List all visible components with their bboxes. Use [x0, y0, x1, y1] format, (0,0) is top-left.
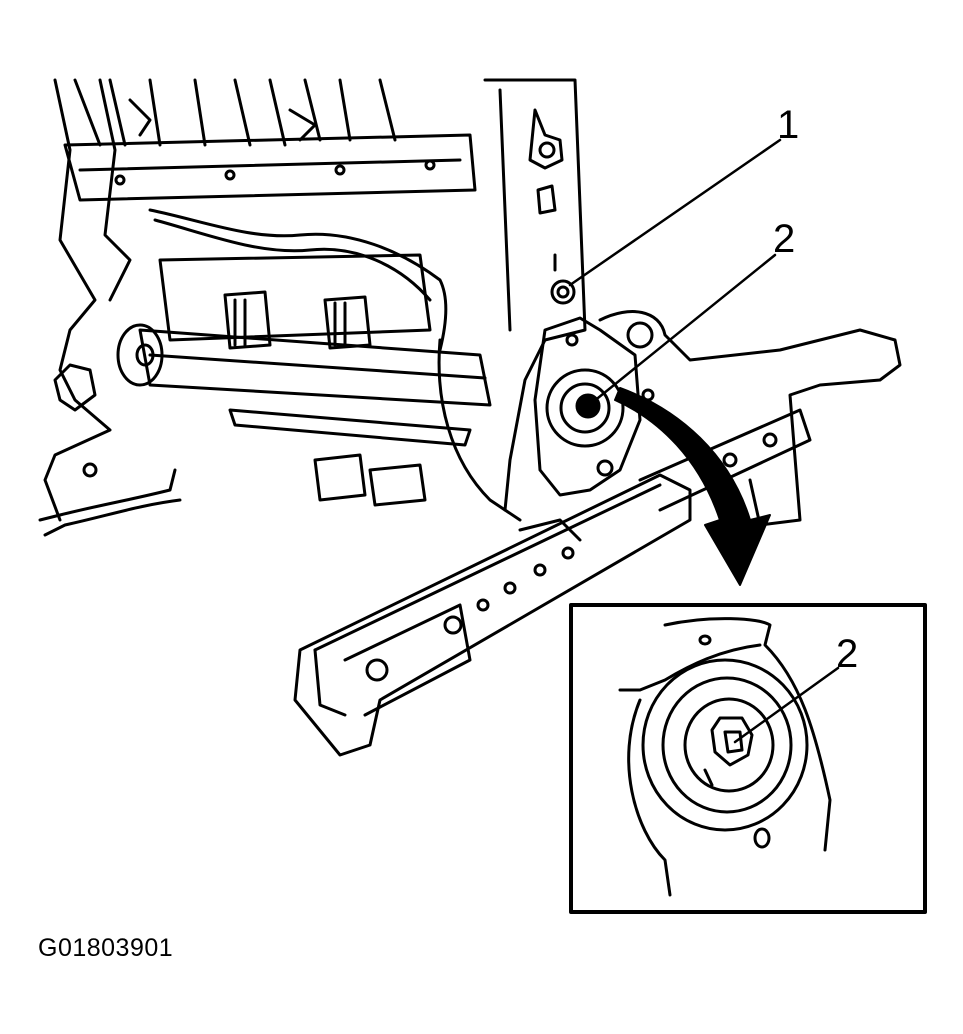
upright-bolt-center [538, 141, 556, 159]
torque-tube-end-hole [135, 343, 155, 367]
recliner-plate [533, 316, 642, 497]
bracket-rivet [596, 459, 614, 477]
motor-clip-ribs [233, 298, 347, 347]
track-end-cap [343, 603, 472, 717]
right-side-bracket [598, 310, 902, 527]
torque-tube-end [116, 323, 164, 387]
track-hole [533, 563, 547, 577]
nut-outer [550, 279, 576, 305]
bar-hole [334, 164, 346, 176]
seat-back-clips [128, 98, 317, 142]
recliner-outer-ring [545, 368, 625, 448]
detail-arrow [614, 387, 771, 586]
track-latch [518, 518, 582, 542]
seat-side-inner-left [98, 78, 132, 302]
wiring-harness-drop [437, 338, 522, 522]
recliner-plate-hole [565, 333, 579, 347]
left-mount-hole [82, 462, 98, 478]
lower-cross-member [228, 408, 472, 447]
track-body [293, 473, 692, 757]
inset-bolt-head [710, 716, 754, 767]
left-lower-mount [53, 363, 97, 412]
far-rail-hole [762, 432, 778, 448]
callout-1: 1 [777, 103, 799, 147]
inset-plate-top [618, 643, 762, 692]
seat-upright-post [483, 78, 587, 512]
seat-side-outline-left [43, 78, 112, 522]
upright-slot [536, 184, 557, 215]
seat-back-springs [73, 78, 397, 147]
lower-connectors [313, 453, 427, 507]
leader-line-2-inset [733, 666, 840, 744]
leader-lines [568, 138, 840, 744]
inset-frame [569, 603, 927, 914]
wiring-harness-lower [153, 218, 432, 302]
track-hole [443, 615, 463, 635]
seat-frame [38, 78, 902, 537]
track-end-face [313, 648, 347, 717]
inset-plate-hole [753, 827, 771, 849]
inset-plate-edge-left [627, 698, 672, 897]
inset-plate-edge-right [663, 617, 832, 852]
bar-hole [224, 169, 236, 181]
upright-bolt-head [528, 108, 564, 170]
right-bracket-hole [626, 321, 654, 349]
inset-outer-ring [641, 658, 809, 832]
nut-inner [556, 285, 570, 299]
retaining-nut [550, 279, 576, 305]
motor-clips [223, 290, 372, 350]
torque-tube [138, 328, 492, 407]
bar-hole [424, 159, 436, 171]
upper-cross-bar-ridge [78, 158, 462, 172]
upper-cross-bar [63, 133, 477, 202]
callout-2: 2 [773, 217, 795, 261]
bar-hole [114, 174, 126, 186]
inset-ring-notch [703, 768, 714, 787]
wiring-harness-upper [148, 208, 448, 352]
leader-line-2 [591, 253, 777, 404]
inset-detail [569, 603, 927, 914]
left-cable-lower [43, 498, 182, 537]
left-cable [38, 468, 177, 522]
recliner-inner-ring [559, 382, 611, 434]
figure-id: G01803901 [38, 934, 174, 962]
track-hole [476, 598, 490, 612]
track-top-edge [313, 483, 662, 652]
far-rail-hole [722, 452, 738, 468]
motor-bracket [158, 253, 432, 342]
far-rail [638, 408, 812, 512]
upright-inner-edge [498, 88, 512, 332]
track-hole [561, 546, 575, 560]
torque-tube-centerline [148, 353, 487, 380]
leader-line-1 [568, 138, 782, 287]
track-end-hole [365, 658, 389, 682]
inset-plate-hole-top [698, 634, 712, 646]
inset-inner-ring [683, 697, 775, 793]
callout-2-inset: 2 [836, 632, 858, 676]
track-hole [503, 581, 517, 595]
seat-adjuster-track [293, 473, 692, 757]
inset-bolt-torx [723, 730, 744, 754]
inset-mid-ring [661, 676, 793, 814]
